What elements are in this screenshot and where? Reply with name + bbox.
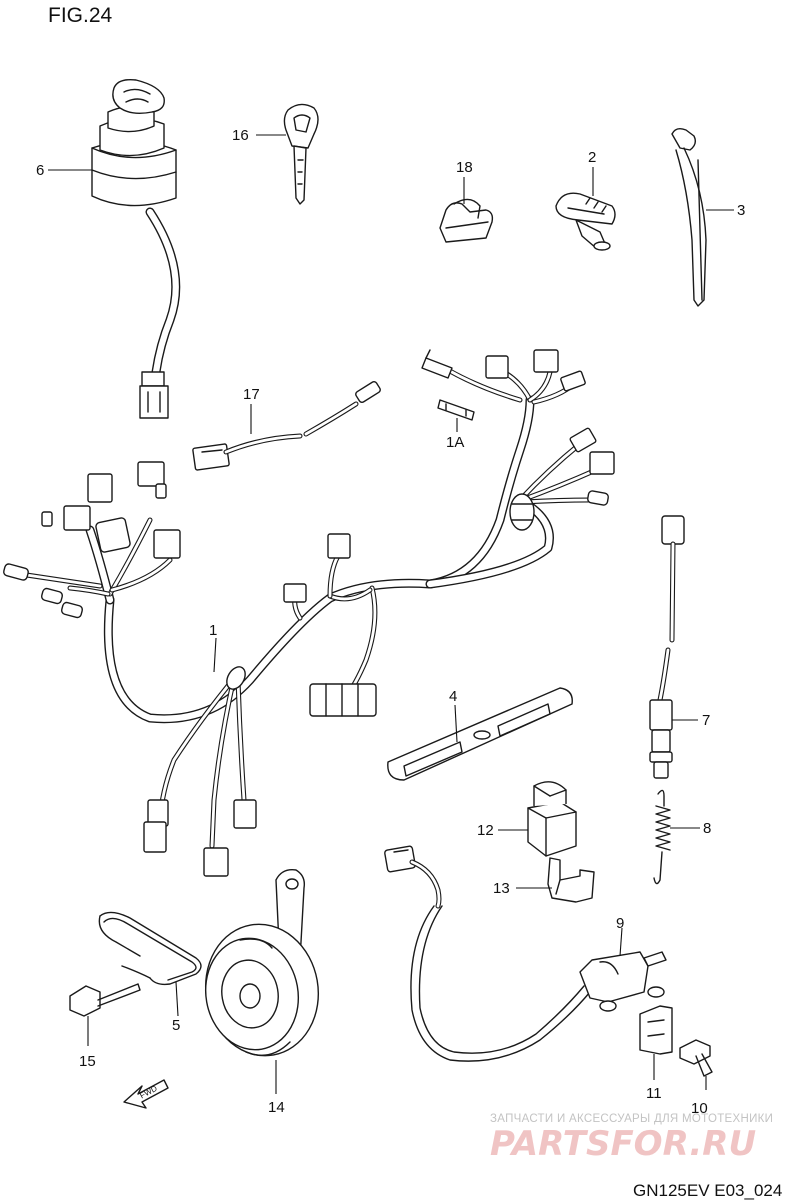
- wiring-harness-drawing: [3, 349, 615, 877]
- part-label-8: 8: [703, 820, 711, 837]
- part-label-4: 4: [449, 688, 457, 705]
- lead-wire-17-drawing: [192, 380, 381, 471]
- figure-title: FIG.24: [48, 4, 113, 27]
- switch-7-drawing: [649, 515, 685, 779]
- relay-drawing: [527, 781, 577, 857]
- part-label-5: 5: [172, 1017, 180, 1034]
- bolt-10-drawing: [679, 1039, 713, 1077]
- clamp-18-drawing: [439, 198, 494, 243]
- horn-drawing: [204, 869, 320, 1057]
- part-label-13: 13: [493, 880, 510, 897]
- fuse-drawing: [437, 399, 475, 421]
- bracket-11-drawing: [639, 1005, 673, 1055]
- part-label-9: 9: [616, 915, 624, 932]
- part-label-17: 17: [243, 386, 260, 403]
- part-label-15: 15: [79, 1053, 96, 1070]
- part-label-14: 14: [268, 1099, 285, 1116]
- bracket-13-drawing: [547, 857, 595, 903]
- forward-direction-arrow: FWD: [123, 1079, 169, 1109]
- part-label-12: 12: [477, 822, 494, 839]
- clamp-2-drawing: [555, 192, 616, 251]
- part-label-11: 11: [646, 1085, 662, 1102]
- figure-code: GN125EV E03_024: [633, 1181, 782, 1200]
- ignition-switch-drawing: [91, 78, 181, 419]
- wire-clip-drawing: [98, 911, 202, 986]
- watermark-brand: PARTSFOR.RU: [490, 1124, 756, 1164]
- cable-tie-drawing: [671, 127, 707, 307]
- spring-drawing: [653, 789, 671, 885]
- brake-switch-drawing: [384, 845, 667, 1062]
- part-label-2: 2: [588, 149, 596, 166]
- plate-4-drawing: [387, 687, 573, 781]
- part-label-3: 3: [737, 202, 745, 219]
- part-label-1: 1: [209, 622, 217, 639]
- watermark-tagline: ЗАПЧАСТИ И АКСЕССУАРЫ ДЛЯ МОТОТЕХНИКИ: [490, 1113, 773, 1125]
- part-label-7: 7: [702, 712, 710, 729]
- part-label-6: 6: [36, 162, 44, 179]
- part-label-1a: 1A: [446, 434, 464, 451]
- bolt-15-drawing: [69, 983, 141, 1017]
- part-label-16: 16: [232, 127, 249, 144]
- part-label-18: 18: [456, 159, 473, 176]
- part-label-10: 10: [691, 1100, 708, 1117]
- key-drawing: [283, 103, 319, 205]
